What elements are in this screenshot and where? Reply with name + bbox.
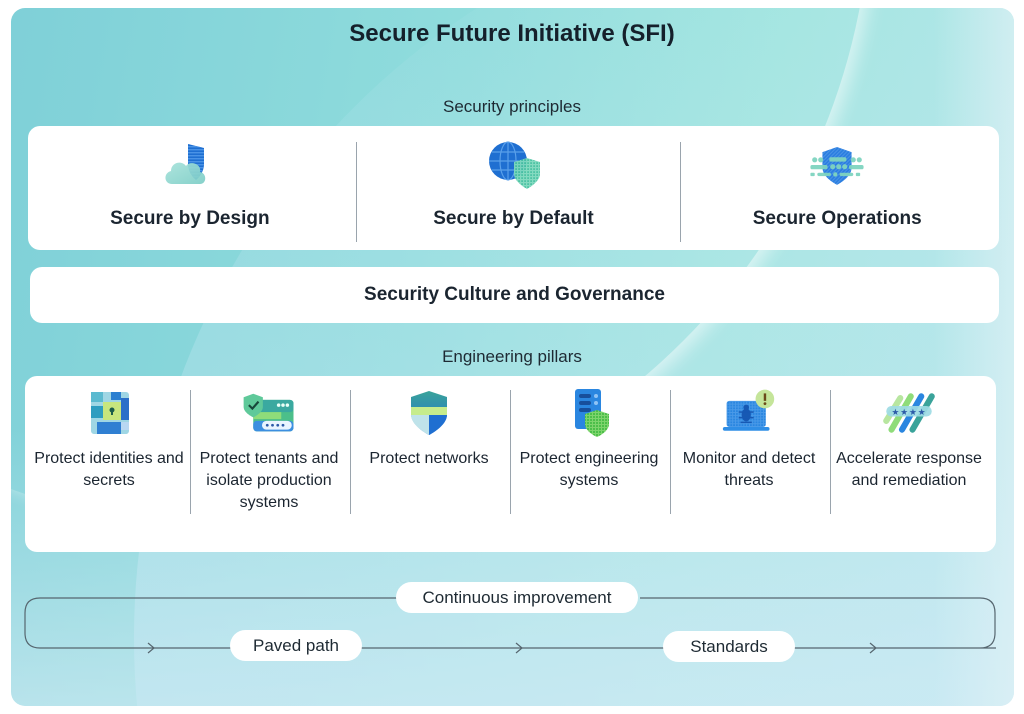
culture-card: Security Culture and Governance xyxy=(30,267,999,323)
pillar-tenants: Protect tenants and isolate production s… xyxy=(189,376,349,514)
arrow-icon xyxy=(147,642,155,654)
arrow-icon xyxy=(515,642,523,654)
pillar-networks: Protect networks xyxy=(349,376,509,470)
culture-label: Security Culture and Governance xyxy=(364,284,665,305)
shield-check-window-icon xyxy=(243,393,294,432)
paved-path-label: Paved path xyxy=(230,630,362,661)
password-stripes-icon: ★★★★ xyxy=(883,393,935,433)
cycle-path xyxy=(24,597,996,649)
svg-text:★: ★ xyxy=(900,408,908,418)
divider xyxy=(830,390,831,514)
divider xyxy=(680,142,681,242)
arrow-icon xyxy=(869,642,877,654)
globe-shield-icon xyxy=(488,141,540,189)
laptop-bug-alert-icon xyxy=(722,389,775,431)
principle-secure-by-default: Secure by Default xyxy=(352,126,676,250)
pillar-label: Protect identities and secrets xyxy=(34,450,184,489)
principle-label: Secure by Design xyxy=(110,208,270,229)
principles-card: Secure by Design Secure by Default xyxy=(28,126,999,250)
svg-text:★: ★ xyxy=(918,408,926,418)
cloud-shield-icon xyxy=(165,144,206,184)
page-title: Secure Future Initiative (SFI) xyxy=(349,20,675,47)
network-shield-icon xyxy=(411,391,447,435)
principle-secure-by-design: Secure by Design xyxy=(28,126,352,250)
standards-label: Standards xyxy=(663,631,795,662)
pillars-heading: Engineering pillars xyxy=(442,347,582,366)
principles-heading: Security principles xyxy=(443,97,581,116)
divider xyxy=(670,390,671,514)
pillar-label: Protect networks xyxy=(369,450,489,467)
pillar-identities: Protect identities and secrets xyxy=(29,376,189,492)
pillar-monitor: Monitor and detect threats xyxy=(669,376,829,492)
principle-secure-operations: Secure Operations xyxy=(675,126,999,250)
continuous-improvement-label: Continuous improvement xyxy=(396,582,638,613)
pillar-engineering: Protect engineering systems xyxy=(509,376,669,492)
pillar-response: ★★★★ Accelerate response and remediation xyxy=(829,376,989,492)
divider xyxy=(190,390,191,514)
keylock-grid-icon xyxy=(91,392,129,434)
pillar-label: Monitor and detect threats xyxy=(682,450,816,489)
pillar-label: Protect tenants and isolate production s… xyxy=(199,450,339,511)
pillar-label: Protect engineering systems xyxy=(519,450,659,489)
divider xyxy=(510,390,511,514)
pillars-card: Protect identities and secrets Protect t… xyxy=(25,376,996,552)
principle-label: Secure Operations xyxy=(752,208,922,229)
divider xyxy=(356,142,357,242)
principle-label: Secure by Default xyxy=(433,208,594,229)
shield-network-icon xyxy=(810,147,864,185)
divider xyxy=(350,390,351,514)
svg-text:★: ★ xyxy=(909,408,917,418)
background-edge xyxy=(934,8,1014,706)
server-shield-icon xyxy=(575,389,609,437)
pillar-label: Accelerate response and remediation xyxy=(836,450,982,489)
svg-text:★: ★ xyxy=(892,408,900,418)
